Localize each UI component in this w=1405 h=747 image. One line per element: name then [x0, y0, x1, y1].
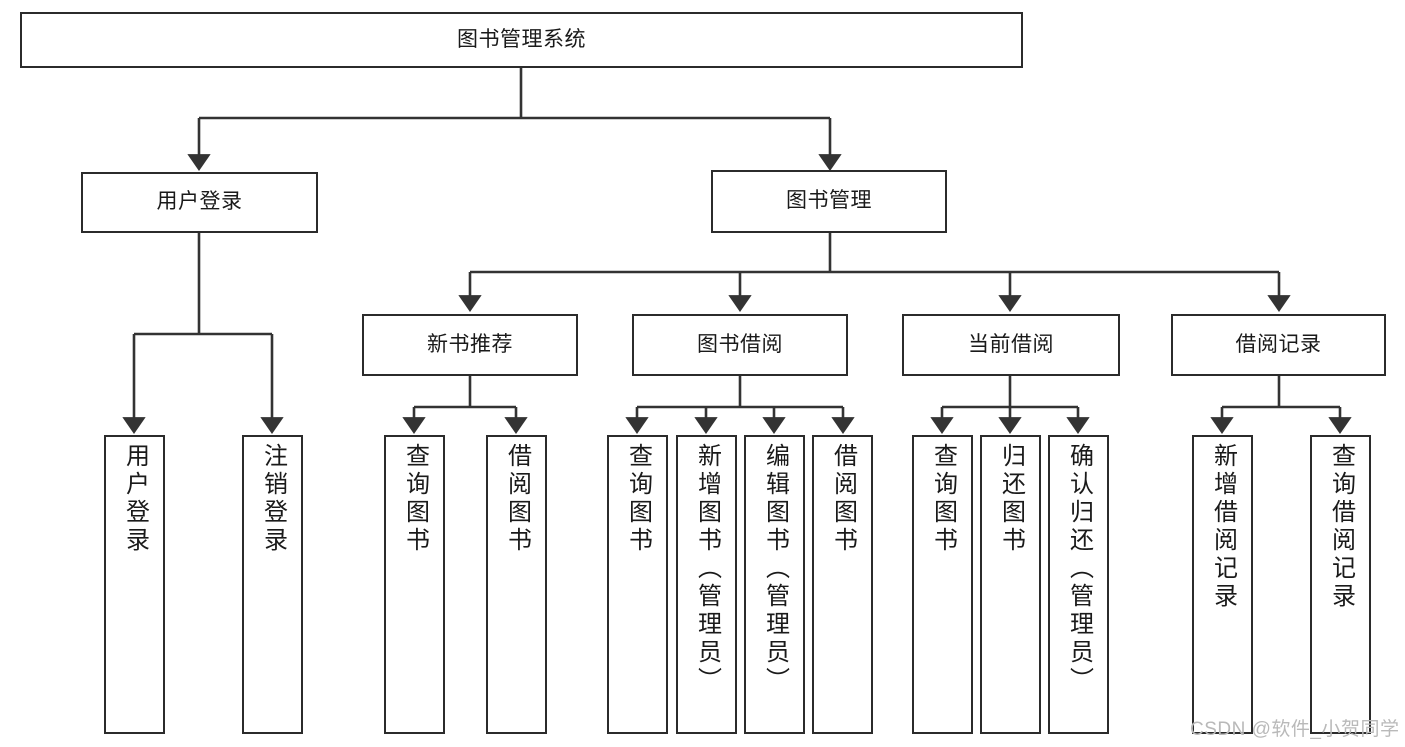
node-leaf-query-book-1[interactable]: 查询图书	[384, 435, 445, 734]
node-leaf-add-record[interactable]: 新增借阅记录	[1192, 435, 1253, 734]
node-leaf-add-book[interactable]: 新增图书（管理员）	[676, 435, 737, 734]
node-root-label: 图书管理系统	[457, 27, 586, 51]
node-leaf-confirm-return-label: 确认归还（管理员）	[1065, 443, 1093, 695]
node-book-management-label: 图书管理	[786, 189, 872, 213]
node-leaf-borrow-book-1[interactable]: 借阅图书	[486, 435, 547, 734]
node-leaf-query-book-3-label: 查询图书	[929, 443, 957, 555]
node-borrow-record[interactable]: 借阅记录	[1171, 314, 1386, 376]
node-current-borrow-label: 当前借阅	[968, 332, 1054, 356]
node-leaf-logout-login[interactable]: 注销登录	[242, 435, 303, 734]
node-leaf-add-record-label: 新增借阅记录	[1209, 443, 1237, 611]
node-leaf-add-book-label: 新增图书（管理员）	[693, 443, 721, 695]
node-leaf-edit-book[interactable]: 编辑图书（管理员）	[744, 435, 805, 734]
node-leaf-borrow-book-2[interactable]: 借阅图书	[812, 435, 873, 734]
node-leaf-confirm-return[interactable]: 确认归还（管理员）	[1048, 435, 1109, 734]
node-new-book-recommend-label: 新书推荐	[427, 332, 513, 356]
node-leaf-user-login-label: 用户登录	[121, 443, 149, 555]
node-leaf-logout-login-label: 注销登录	[259, 443, 287, 555]
node-leaf-query-book-1-label: 查询图书	[401, 443, 429, 555]
node-book-borrow-label: 图书借阅	[697, 332, 783, 356]
node-leaf-user-login[interactable]: 用户登录	[104, 435, 165, 734]
node-leaf-borrow-book-1-label: 借阅图书	[503, 443, 531, 555]
node-leaf-query-book-3[interactable]: 查询图书	[912, 435, 973, 734]
node-user-login-label: 用户登录	[156, 190, 243, 214]
node-leaf-query-book-2[interactable]: 查询图书	[607, 435, 668, 734]
node-borrow-record-label: 借阅记录	[1235, 332, 1322, 356]
node-current-borrow[interactable]: 当前借阅	[902, 314, 1120, 376]
node-leaf-query-record[interactable]: 查询借阅记录	[1310, 435, 1371, 734]
node-leaf-edit-book-label: 编辑图书（管理员）	[761, 443, 789, 695]
node-leaf-query-record-label: 查询借阅记录	[1327, 443, 1355, 611]
node-book-management[interactable]: 图书管理	[711, 170, 947, 233]
node-root[interactable]: 图书管理系统	[20, 12, 1023, 68]
node-book-borrow[interactable]: 图书借阅	[632, 314, 848, 376]
node-leaf-return-book-label: 归还图书	[997, 443, 1025, 555]
node-leaf-borrow-book-2-label: 借阅图书	[829, 443, 857, 555]
node-leaf-query-book-2-label: 查询图书	[624, 443, 652, 555]
node-leaf-return-book[interactable]: 归还图书	[980, 435, 1041, 734]
node-user-login[interactable]: 用户登录	[81, 172, 318, 233]
node-new-book-recommend[interactable]: 新书推荐	[362, 314, 578, 376]
